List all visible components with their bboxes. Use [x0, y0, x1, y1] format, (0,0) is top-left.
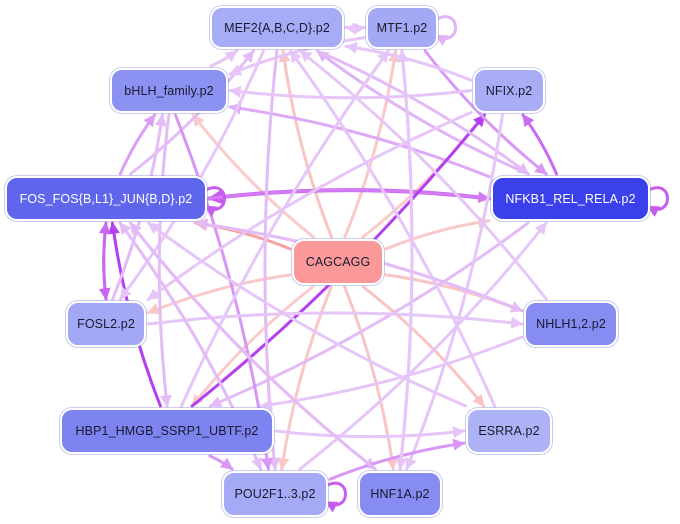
edge-fosl2-to-fos — [98, 221, 111, 301]
node-label: POU2F1..3.p2 — [234, 487, 316, 501]
node-label: FOS_FOS{B,L1}_JUN{B,D}.p2 — [19, 191, 193, 206]
edge-cagcagg-to-fosl2 — [146, 273, 292, 315]
edge-hnf1a-to-fos — [128, 221, 377, 471]
edge-fos-to-bhlh — [118, 113, 157, 176]
node-label: NHLH1,2.p2 — [536, 317, 606, 331]
edge-nfix-to-mef2 — [344, 41, 473, 82]
node-label: FOSL2.p2 — [77, 317, 135, 331]
self-loop-fos — [203, 186, 226, 217]
edge-hbp1-to-pou2f1 — [208, 454, 234, 471]
node-bhlh-family[interactable]: bHLH_family.p2 — [110, 68, 228, 113]
edge-hnf1a-to-mtf1 — [397, 49, 414, 471]
edge-fos-to-nfkb1 — [207, 188, 491, 204]
node-nhlh[interactable]: NHLH1,2.p2 — [524, 301, 618, 347]
edge-nfix-to-bhlh — [228, 85, 473, 100]
node-fosl2[interactable]: FOSL2.p2 — [66, 301, 146, 347]
self-loop-mtf1 — [434, 15, 457, 46]
edge-cagcagg-to-bhlh — [191, 113, 315, 239]
edge-pou2f1-to-nfkb1 — [298, 221, 548, 471]
edge-esrra-to-mef2 — [289, 49, 497, 408]
edge-cagcagg-to-nfkb1 — [384, 216, 491, 251]
node-cagcagg-motif[interactable]: CAGCAGG — [292, 239, 384, 285]
self-loop-pou2f1 — [324, 481, 347, 513]
node-label: CAGCAGG — [305, 255, 371, 269]
edge-nfkb1-to-mef2 — [315, 49, 530, 176]
node-nfix[interactable]: NFIX.p2 — [473, 68, 545, 113]
node-label: HNF1A.p2 — [370, 487, 430, 501]
node-label: NFKB1_REL_RELA.p2 — [505, 191, 636, 206]
node-mef2[interactable]: MEF2{A,B,C,D}.p2 — [210, 6, 344, 49]
node-nfkb1-rel-rela[interactable]: NFKB1_REL_RELA.p2 — [491, 176, 650, 221]
node-fos-jun[interactable]: FOS_FOS{B,L1}_JUN{B,D}.p2 — [5, 176, 207, 221]
node-hnf1a[interactable]: HNF1A.p2 — [358, 471, 442, 517]
node-mtf1[interactable]: MTF1.p2 — [366, 6, 438, 49]
edge-bhlh-to-mef2 — [209, 49, 239, 68]
edge-hbp1-to-esrra — [274, 426, 466, 439]
edge-nfkb1-to-nfix — [521, 113, 559, 176]
node-label: ESRRA.p2 — [478, 424, 540, 438]
edge-cagcagg-to-hnf1a — [343, 285, 398, 471]
node-label: MTF1.p2 — [376, 20, 428, 35]
node-esrra[interactable]: ESRRA.p2 — [466, 408, 552, 454]
edge-nfkb1-to-bhlh — [228, 102, 491, 179]
edge-cagcagg-to-mtf1 — [343, 49, 400, 239]
node-label: MEF2{A,B,C,D}.p2 — [224, 20, 330, 35]
edge-mef2-to-nfkb1 — [315, 49, 530, 176]
edge-mtf1-to-mef2 — [344, 22, 366, 35]
edge-nfix-to-hnf1a — [405, 113, 504, 471]
edge-cagcagg-to-esrra — [361, 285, 486, 408]
node-hbp1-hmgb[interactable]: HBP1_HMGB_SSRP1_UBTF.p2 — [60, 408, 274, 454]
edge-pou2f1-to-esrra — [328, 438, 466, 481]
edge-fosl2-to-nhlh — [146, 311, 524, 329]
node-label: bHLH_family.p2 — [124, 83, 214, 98]
edge-nfix-to-fosl2 — [146, 111, 473, 302]
edge-cagcagg-to-hbp1 — [190, 285, 315, 408]
node-pou2f1[interactable]: POU2F1..3.p2 — [222, 471, 328, 517]
edge-cagcagg-to-mef2 — [278, 49, 333, 239]
edge-esrra-to-fos — [146, 221, 468, 408]
edge-cagcagg-to-pou2f1 — [277, 285, 333, 471]
node-label: NFIX.p2 — [485, 83, 533, 98]
edge-nhlh-to-mef2 — [298, 49, 548, 301]
self-loop-nfkb1 — [646, 186, 669, 217]
node-label: HBP1_HMGB_SSRP1_UBTF.p2 — [75, 424, 259, 438]
